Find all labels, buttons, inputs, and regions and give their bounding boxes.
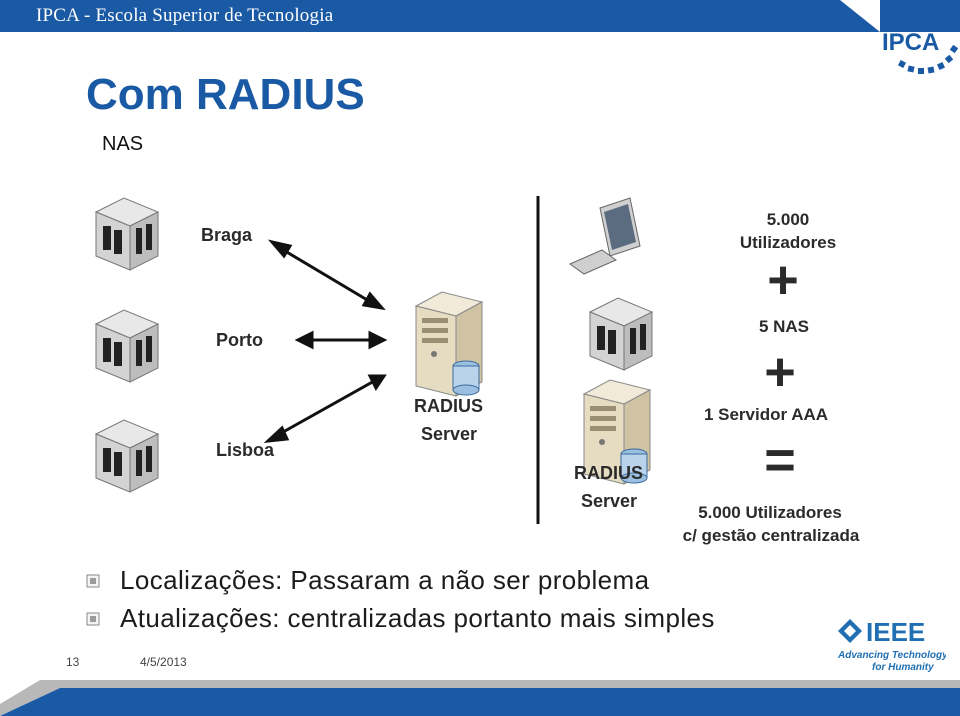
- workstation-icon: [568, 197, 641, 275]
- header-corner-cut: [840, 0, 880, 32]
- bullet-icon: [86, 574, 100, 588]
- radius-server-right-label-2: Server: [581, 491, 637, 511]
- eq-plus-2: +: [764, 342, 796, 402]
- eq-users-count: 5.000: [767, 210, 810, 229]
- ieee-tagline-1: Advancing Technology: [837, 650, 946, 661]
- radius-server-label-1: RADIUS: [414, 396, 483, 416]
- city-label-braga: Braga: [201, 225, 253, 245]
- ipca-logo: IPCA: [882, 2, 959, 74]
- bullet-text: Atualizações: centralizadas portanto mai…: [120, 603, 715, 633]
- radius-server-label-2: Server: [421, 424, 477, 444]
- radius-server-icon: [415, 291, 483, 397]
- nas-braga-icon: [95, 197, 159, 271]
- eq-users-label: Utilizadores: [740, 233, 836, 252]
- ipca-logo-text: IPCA: [882, 29, 939, 56]
- nas-label: NAS: [102, 133, 144, 155]
- radius-diagram: Braga Porto Lisboa RADIUS Server RADIUS …: [95, 196, 860, 545]
- city-label-porto: Porto: [216, 330, 263, 350]
- nas-single-icon: [589, 297, 653, 371]
- radius-server-right-label-1: RADIUS: [574, 463, 643, 483]
- nas-porto-icon: [95, 309, 159, 383]
- eq-result-2: c/ gestão centralizada: [683, 526, 860, 545]
- eq-aaa-server: 1 Servidor AAA: [704, 405, 828, 424]
- eq-equals: =: [764, 430, 796, 490]
- footer-bar: [0, 680, 960, 716]
- eq-nas: 5 NAS: [759, 317, 809, 336]
- connection-arrows: [263, 239, 388, 443]
- eq-plus-1: +: [767, 250, 799, 310]
- slide-date: 4/5/2013: [140, 655, 187, 669]
- city-label-lisboa: Lisboa: [216, 440, 275, 460]
- nas-lisboa-icon: [95, 419, 159, 493]
- header-title: IPCA - Escola Superior de Tecnologia: [36, 5, 334, 26]
- ieee-brand: IEEE: [866, 617, 925, 647]
- header-bar: IPCA - Escola Superior de Tecnologia: [0, 0, 960, 32]
- ieee-logo: IEEE Advancing Technology for Humanity: [837, 617, 946, 673]
- ieee-tagline-2: for Humanity: [872, 662, 934, 673]
- eq-result-1: 5.000 Utilizadores: [698, 503, 842, 522]
- bullet-text: Localizações: Passaram a não ser problem…: [120, 565, 650, 595]
- bullet-icon: [86, 612, 100, 626]
- slide-number: 13: [66, 655, 80, 669]
- slide-title: Com RADIUS: [86, 70, 365, 119]
